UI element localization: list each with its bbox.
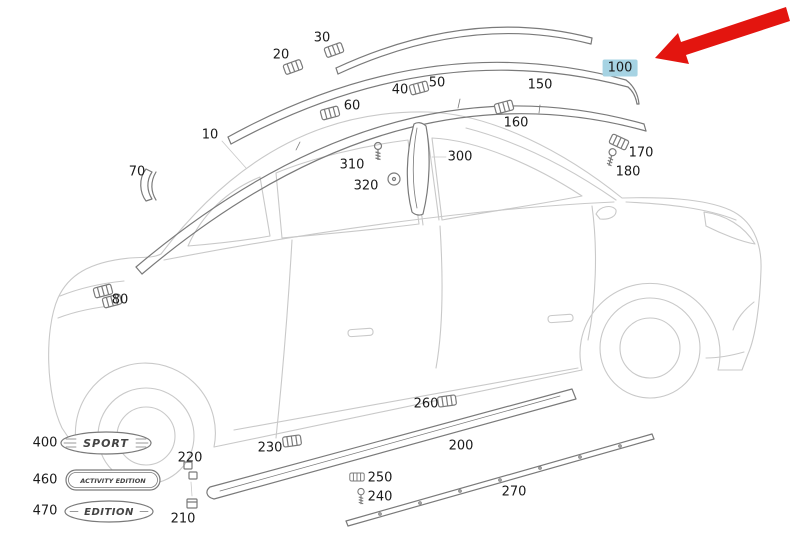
callout-300: 300	[447, 149, 473, 165]
callout-100-highlighted: 100	[602, 59, 638, 77]
badge-edition: EDITION	[64, 500, 154, 523]
callout-270: 270	[501, 484, 527, 500]
callout-240: 240	[367, 489, 393, 505]
callout-260: 260	[413, 396, 439, 412]
callout-170: 170	[628, 145, 654, 161]
roof-molding-strip-top	[335, 26, 593, 75]
callout-40: 40	[391, 82, 409, 98]
clip-250-icon	[349, 472, 365, 482]
callout-60: 60	[343, 98, 361, 114]
badge-activity-label: ACTIVITY EDITION	[79, 477, 146, 485]
callout-20: 20	[272, 47, 290, 63]
clip-170-icon	[608, 133, 630, 151]
badge-sport-label: SPORT	[83, 437, 129, 450]
lower-strip-270	[345, 433, 655, 527]
clip-60-icon	[319, 105, 341, 121]
clip-260-icon	[436, 394, 458, 408]
b-pillar-trim-300	[406, 122, 430, 216]
callout-150: 150	[527, 77, 553, 93]
screw-240-icon	[357, 487, 365, 505]
callout-10: 10	[201, 127, 219, 143]
callout-400: 400	[32, 435, 58, 451]
callout-220: 220	[177, 450, 203, 466]
callout-180: 180	[615, 164, 641, 180]
part-220-icon	[183, 461, 198, 480]
callout-210: 210	[170, 511, 196, 527]
callout-80: 80	[111, 292, 129, 308]
callout-310: 310	[339, 157, 365, 173]
badge-edition-label: EDITION	[84, 507, 134, 518]
callout-230: 230	[257, 440, 283, 456]
callout-30: 30	[313, 30, 331, 46]
side-skirt-200	[206, 388, 577, 500]
clip-40-icon	[408, 80, 430, 96]
clip-230-icon	[281, 434, 303, 448]
bracket-70	[140, 168, 157, 202]
callout-70: 70	[128, 164, 146, 180]
roof-molding-strip-10	[135, 98, 647, 275]
callout-470: 470	[32, 503, 58, 519]
washer-320-icon	[387, 172, 401, 186]
part-210-icon	[186, 498, 198, 509]
callout-320: 320	[353, 178, 379, 194]
side-mirror	[595, 205, 617, 220]
callout-250: 250	[367, 470, 393, 486]
callout-50: 50	[428, 75, 446, 91]
badge-activity-edition: ACTIVITY EDITION	[65, 469, 161, 491]
red-arrow	[655, 7, 790, 64]
callout-460: 460	[32, 472, 58, 488]
roof-molding-strip-100	[227, 61, 640, 145]
callout-200: 200	[448, 438, 474, 454]
callout-160: 160	[503, 115, 529, 131]
tail-lamp	[59, 280, 125, 297]
badge-sport: SPORT	[60, 431, 152, 455]
clip-160-icon	[493, 99, 515, 115]
headlight	[703, 211, 756, 245]
